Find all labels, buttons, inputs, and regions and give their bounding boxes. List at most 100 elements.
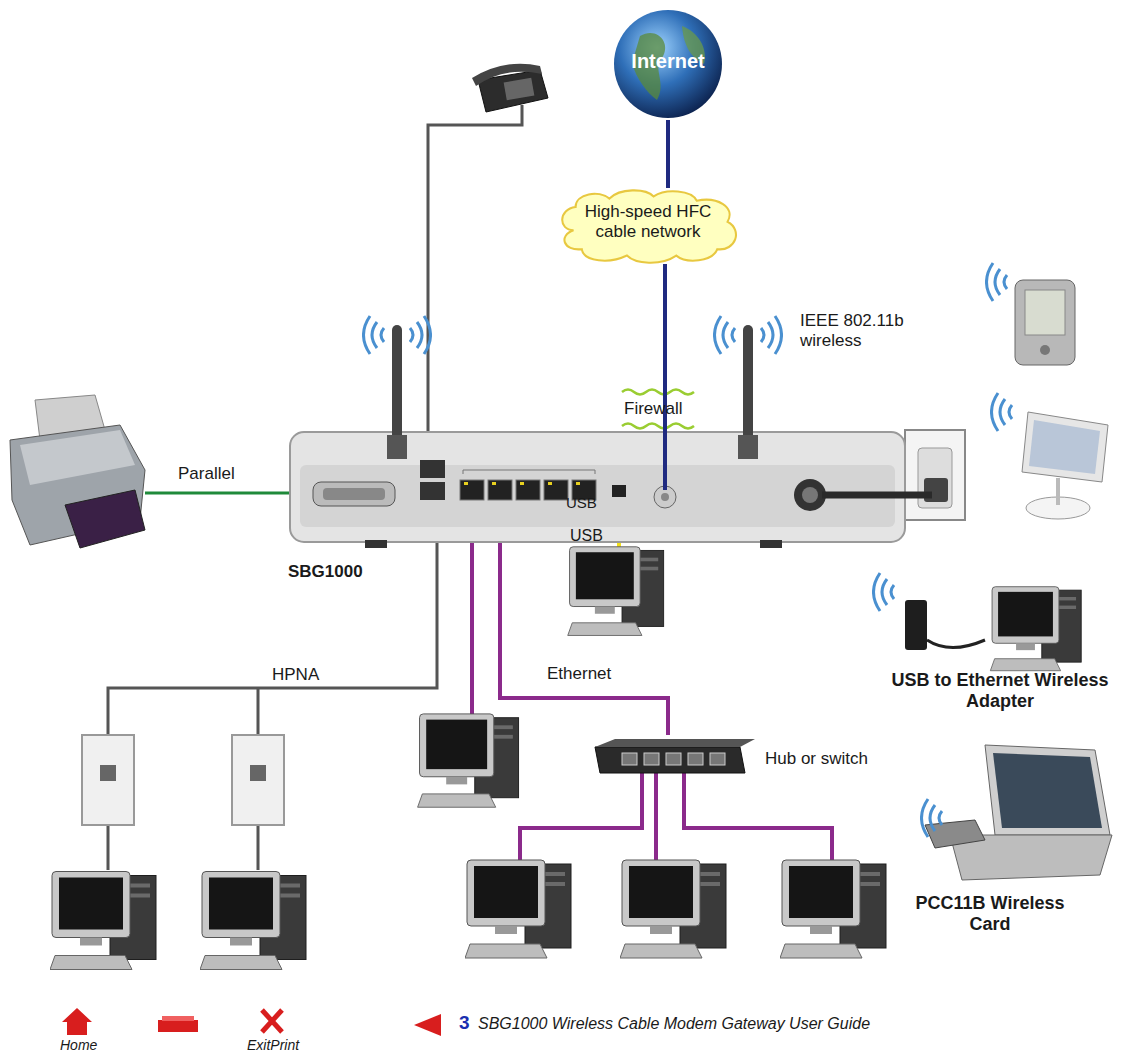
coax-line bbox=[665, 430, 666, 490]
pda-illustration bbox=[1025, 290, 1065, 335]
text-label: SBG1000 Wireless Cable Modem Gateway Use… bbox=[478, 1015, 870, 1033]
wall-jack bbox=[232, 735, 284, 825]
gateway-device-shape bbox=[743, 325, 753, 443]
hub-switch-shape bbox=[595, 739, 755, 747]
wireless-waves bbox=[761, 316, 782, 354]
footer-icons bbox=[62, 1008, 92, 1035]
gateway-device-shape bbox=[313, 482, 395, 506]
phone-illustration bbox=[504, 78, 535, 101]
wireless-waves bbox=[410, 316, 431, 354]
laptop-illustration bbox=[985, 745, 1110, 835]
wireless-waves bbox=[874, 573, 895, 611]
gateway-device-shape bbox=[323, 488, 385, 500]
phone-wire bbox=[428, 105, 522, 470]
gateway-device-shape bbox=[464, 482, 468, 485]
gateway-device-shape bbox=[488, 480, 512, 500]
power-cord bbox=[822, 495, 932, 496]
wall-jack bbox=[82, 735, 284, 825]
computer-illustration bbox=[465, 860, 571, 958]
cable-network-cloud-shape bbox=[562, 190, 736, 262]
node-label: Hub or switch bbox=[765, 749, 868, 769]
connector bbox=[500, 595, 668, 735]
firewall-symbol bbox=[622, 390, 694, 429]
computer-illustration bbox=[990, 587, 1081, 671]
gateway-device-shape bbox=[760, 540, 782, 548]
wireless-adapter bbox=[905, 600, 927, 650]
phone-wire bbox=[428, 105, 522, 470]
footer-icons bbox=[262, 1010, 282, 1032]
gateway-device-shape bbox=[802, 487, 818, 503]
pda-illustration bbox=[1040, 345, 1050, 355]
text-label: Parallel bbox=[178, 464, 235, 484]
gateway-device-shape bbox=[463, 470, 595, 474]
gateway-device-shape bbox=[492, 482, 496, 485]
pda-illustration bbox=[1015, 280, 1075, 365]
hub-switch-shape bbox=[622, 753, 637, 765]
text-label: USB bbox=[570, 527, 603, 545]
cable-network-cloud-shape bbox=[562, 190, 736, 262]
node-label: High-speed HFC cable network bbox=[571, 202, 725, 241]
text-label: USB to Ethernet Wireless Adapter bbox=[878, 670, 1122, 711]
hub-switch-shape bbox=[644, 753, 659, 765]
printer-illustration bbox=[65, 490, 145, 548]
computer-illustration bbox=[780, 860, 886, 958]
gateway-device-shape bbox=[516, 480, 540, 500]
ethernet-wire bbox=[520, 760, 832, 860]
printer-illustration bbox=[20, 430, 135, 485]
text-label: HPNA bbox=[272, 665, 319, 685]
wireless-waves bbox=[922, 799, 943, 837]
imac-illustration bbox=[1056, 478, 1060, 505]
imac-illustration bbox=[1022, 412, 1108, 482]
gateway-device-shape bbox=[392, 325, 402, 443]
gateway-device-shape bbox=[576, 482, 580, 485]
computer-illustration bbox=[418, 714, 519, 807]
wireless-waves bbox=[410, 316, 431, 354]
hub-switch-shape bbox=[688, 753, 703, 765]
gateway-device-shape bbox=[387, 435, 407, 459]
hpna-wire bbox=[108, 825, 258, 870]
wireless-adapter bbox=[905, 600, 985, 650]
wireless-waves bbox=[364, 316, 385, 354]
hub-switch-shape bbox=[595, 747, 745, 773]
laptop-illustration bbox=[925, 820, 985, 848]
wall-outlet bbox=[918, 448, 952, 508]
wall-jack bbox=[250, 765, 266, 781]
wireless-waves bbox=[715, 316, 736, 354]
gateway-device-shape bbox=[460, 480, 484, 500]
gateway-device-shape bbox=[661, 493, 669, 501]
wireless-waves bbox=[761, 316, 782, 354]
computer-illustration bbox=[620, 860, 726, 958]
node-label: SBG1000 bbox=[288, 562, 363, 582]
firewall-symbol bbox=[622, 390, 694, 395]
phone-illustration bbox=[472, 64, 548, 112]
power-cord bbox=[822, 492, 932, 499]
gateway-device-shape bbox=[738, 435, 758, 459]
wall-outlet bbox=[905, 430, 965, 520]
computer-illustration bbox=[200, 872, 306, 970]
gateway-device-shape bbox=[548, 482, 552, 485]
gateway-device: SBG1000 bbox=[285, 430, 915, 595]
firewall-symbol bbox=[622, 424, 694, 429]
laptop-illustration bbox=[993, 753, 1102, 828]
computer-illustration bbox=[50, 547, 1081, 970]
edge-label: Firewall bbox=[624, 399, 683, 419]
internet-globe: Internet bbox=[612, 8, 724, 120]
hub-switch-shape bbox=[666, 753, 681, 765]
hub-switch: Hub or switch bbox=[590, 735, 915, 780]
gateway-device-shape bbox=[420, 482, 445, 500]
laptop-illustration bbox=[925, 745, 1112, 880]
cable-network-cloud: High-speed HFC cable network bbox=[553, 188, 743, 264]
printer-illustration bbox=[10, 395, 145, 548]
footer-icons bbox=[414, 1014, 441, 1036]
footer-icons bbox=[158, 1020, 198, 1032]
computer-illustration bbox=[50, 872, 156, 970]
gateway-device-shape bbox=[285, 430, 915, 595]
gateway-device-shape bbox=[365, 540, 387, 548]
pda-illustration bbox=[1015, 280, 1075, 365]
wireless-waves bbox=[364, 263, 1013, 837]
connector bbox=[666, 120, 670, 188]
hub-switch-shape bbox=[710, 753, 725, 765]
gateway-device-shape bbox=[794, 479, 826, 511]
coax-line bbox=[663, 430, 667, 490]
